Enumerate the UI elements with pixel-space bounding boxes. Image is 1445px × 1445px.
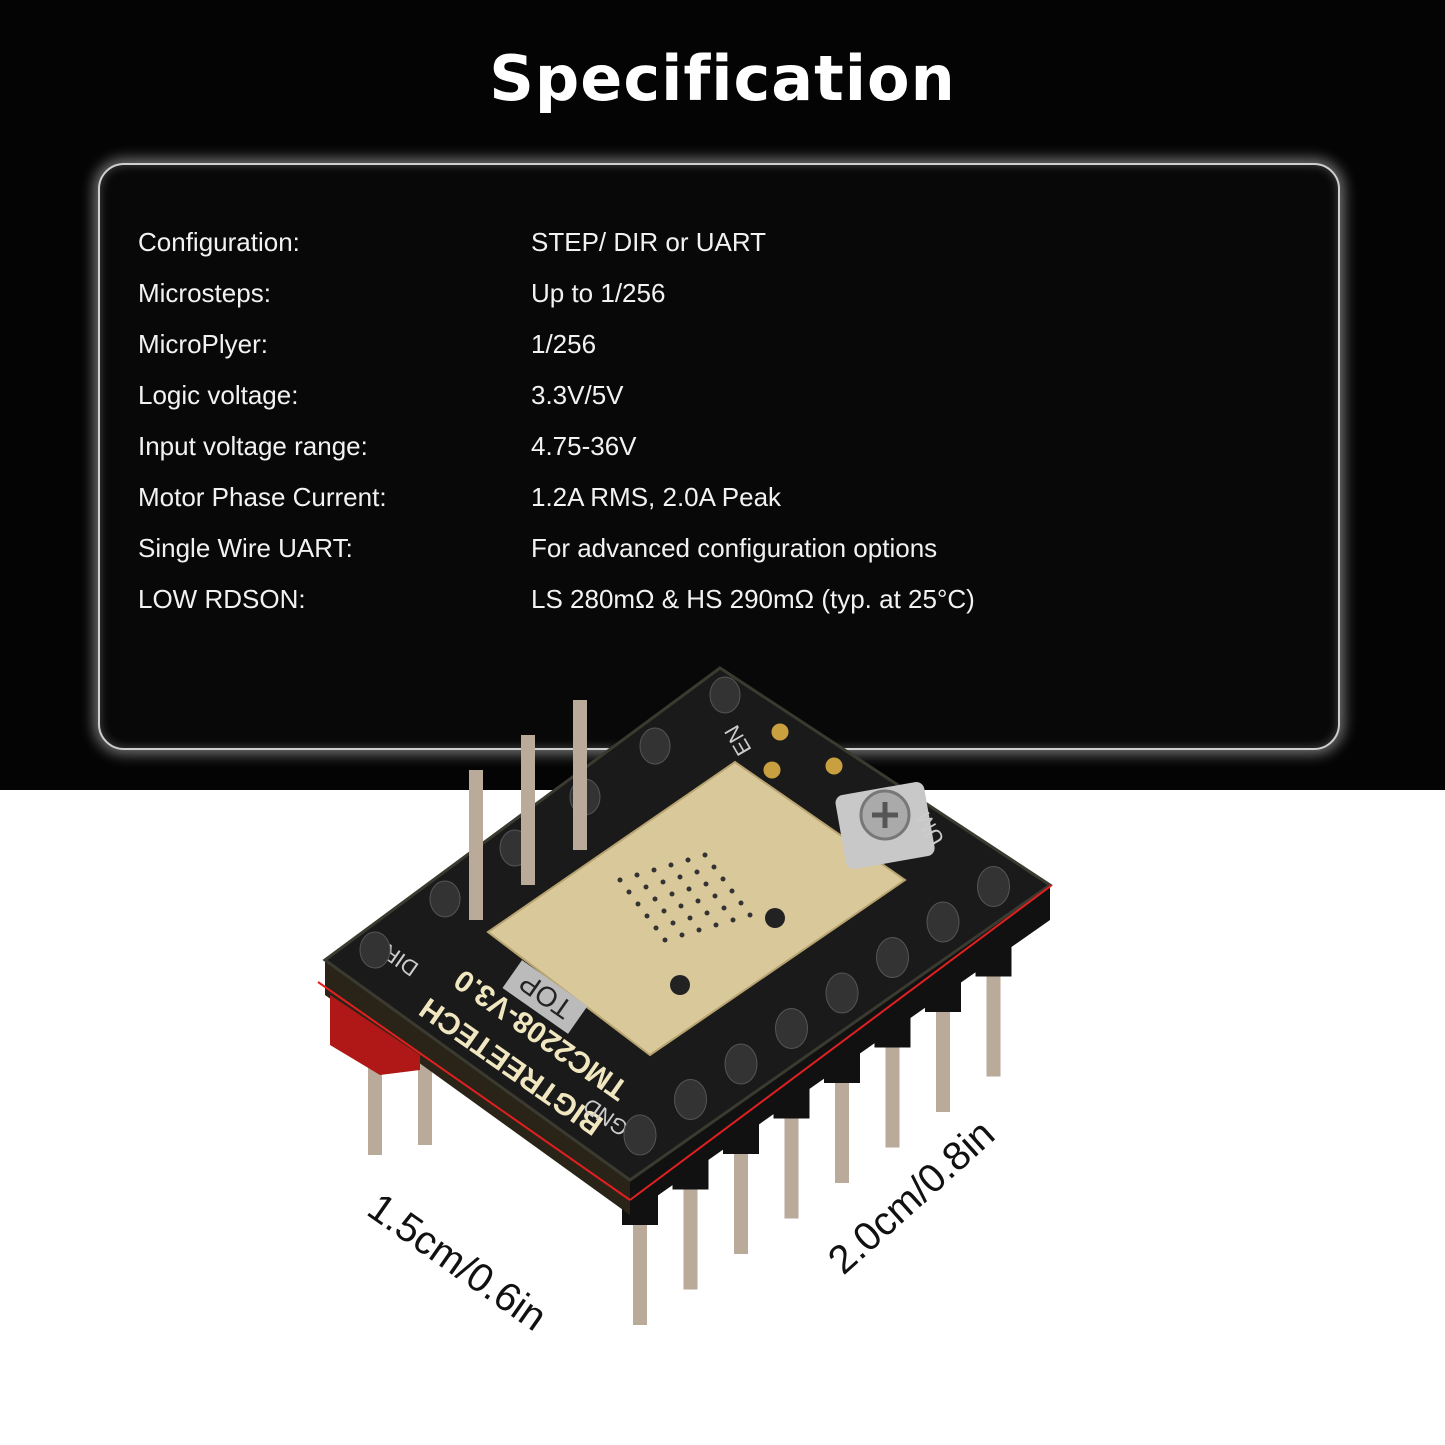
- upright-pin: [521, 735, 535, 885]
- upright-pin: [469, 770, 483, 920]
- spec-panel: Configuration: STEP/ DIR or UART Microste…: [98, 163, 1340, 750]
- vent-hole: [677, 874, 683, 880]
- spec-value: 1.2A RMS, 2.0A Peak: [531, 482, 782, 512]
- spec-value: STEP/ DIR or UART: [531, 227, 767, 257]
- solder-pin: [674, 1079, 707, 1120]
- solder-pin: [429, 880, 461, 918]
- vent-hole: [660, 879, 666, 885]
- gold-pad: [758, 756, 786, 784]
- vent-hole: [685, 857, 691, 863]
- heatsink-vents: [617, 852, 753, 943]
- spec-value: Up to 1/256: [531, 278, 666, 308]
- board-side-front: [325, 960, 630, 1215]
- vent-hole: [686, 886, 692, 892]
- solder-pin: [775, 1008, 808, 1049]
- spec-row: Logic voltage: 3.3V/5V: [138, 380, 624, 411]
- header-pin: [368, 1065, 382, 1155]
- spec-value: 1/256: [531, 329, 597, 359]
- solder-pin: [359, 931, 391, 969]
- vent-hole: [687, 915, 693, 921]
- header-pin: [418, 1055, 432, 1145]
- vent-hole: [669, 891, 675, 897]
- vent-hole: [713, 922, 719, 928]
- vent-hole: [634, 872, 640, 878]
- vent-hole: [653, 925, 659, 931]
- vent-hole: [738, 900, 744, 906]
- vent-hole: [635, 901, 641, 907]
- red-header: [330, 995, 420, 1075]
- spec-row: Configuration: STEP/ DIR or UART: [138, 227, 766, 258]
- vent-hole: [643, 884, 649, 890]
- spec-row: Microsteps: Up to 1/256: [138, 278, 665, 309]
- vent-hole: [720, 876, 726, 882]
- screw-hole: [765, 908, 785, 928]
- spec-row: Motor Phase Current: 1.2A RMS, 2.0A Peak: [138, 482, 781, 513]
- vent-hole: [694, 869, 700, 875]
- vent-hole: [678, 903, 684, 909]
- width-dimension-line: [317, 981, 631, 1201]
- gold-pad: [820, 752, 848, 780]
- spec-value: LS 280mΩ & HS 290mΩ (typ. at 25°C): [531, 584, 975, 614]
- vent-hole: [747, 912, 753, 918]
- spec-row: MicroPlyer: 1/256: [138, 329, 596, 360]
- vent-hole: [703, 881, 709, 887]
- header-pins-top: [359, 676, 1010, 1156]
- spec-label: Logic voltage:: [138, 380, 299, 410]
- gold-pad: [766, 718, 794, 746]
- vent-hole: [696, 927, 702, 933]
- vent-hole: [702, 852, 708, 858]
- spec-label: LOW RDSON:: [138, 584, 306, 614]
- solder-pin: [724, 1043, 758, 1085]
- page-title: Specification: [489, 42, 956, 115]
- board-side-right: [630, 885, 1050, 1215]
- vent-hole: [668, 862, 674, 868]
- vent-hole: [711, 864, 717, 870]
- vent-hole: [712, 893, 718, 899]
- vent-hole: [652, 896, 658, 902]
- vent-hole: [644, 913, 650, 919]
- spec-label: Configuration:: [138, 227, 300, 257]
- spec-value: 4.75-36V: [531, 431, 637, 461]
- vent-hole: [670, 920, 676, 926]
- spec-value: 3.3V/5V: [531, 380, 624, 410]
- spec-label: Single Wire UART:: [138, 533, 353, 563]
- solder-pin: [977, 866, 1010, 907]
- solder-pin: [926, 901, 960, 943]
- vent-hole: [721, 905, 727, 911]
- upright-pin: [573, 700, 587, 850]
- solder-pin: [639, 727, 671, 765]
- screw-hole: [670, 975, 690, 995]
- solder-pin: [876, 937, 909, 978]
- spec-row: LOW RDSON: LS 280mΩ & HS 290mΩ (typ. at 2…: [138, 584, 975, 615]
- spec-value: For advanced configuration options: [531, 533, 938, 563]
- vent-hole: [695, 898, 701, 904]
- vent-hole: [661, 908, 667, 914]
- vent-hole: [617, 877, 623, 883]
- spec-label: Motor Phase Current:: [138, 482, 387, 512]
- vent-hole: [662, 937, 668, 943]
- solder-pin: [709, 676, 741, 714]
- solder-pin: [825, 972, 859, 1014]
- spec-label: Microsteps:: [138, 278, 271, 308]
- spec-row: Single Wire UART: For advanced configurat…: [138, 533, 937, 564]
- spec-label: MicroPlyer:: [138, 329, 269, 359]
- vent-hole: [651, 867, 657, 873]
- vent-hole: [729, 888, 735, 894]
- spec-label: Input voltage range:: [138, 431, 368, 461]
- top-label-box: [502, 960, 588, 1034]
- spec-row: Input voltage range: 4.75-36V: [138, 431, 637, 462]
- cross-slot-icon: [872, 802, 898, 828]
- length-dimension-line: [629, 884, 1053, 1201]
- solder-pin: [623, 1114, 657, 1156]
- vent-hole: [626, 889, 632, 895]
- vent-hole: [679, 932, 685, 938]
- vent-hole: [730, 917, 736, 923]
- vent-hole: [704, 910, 710, 916]
- heatsink: [486, 760, 907, 1057]
